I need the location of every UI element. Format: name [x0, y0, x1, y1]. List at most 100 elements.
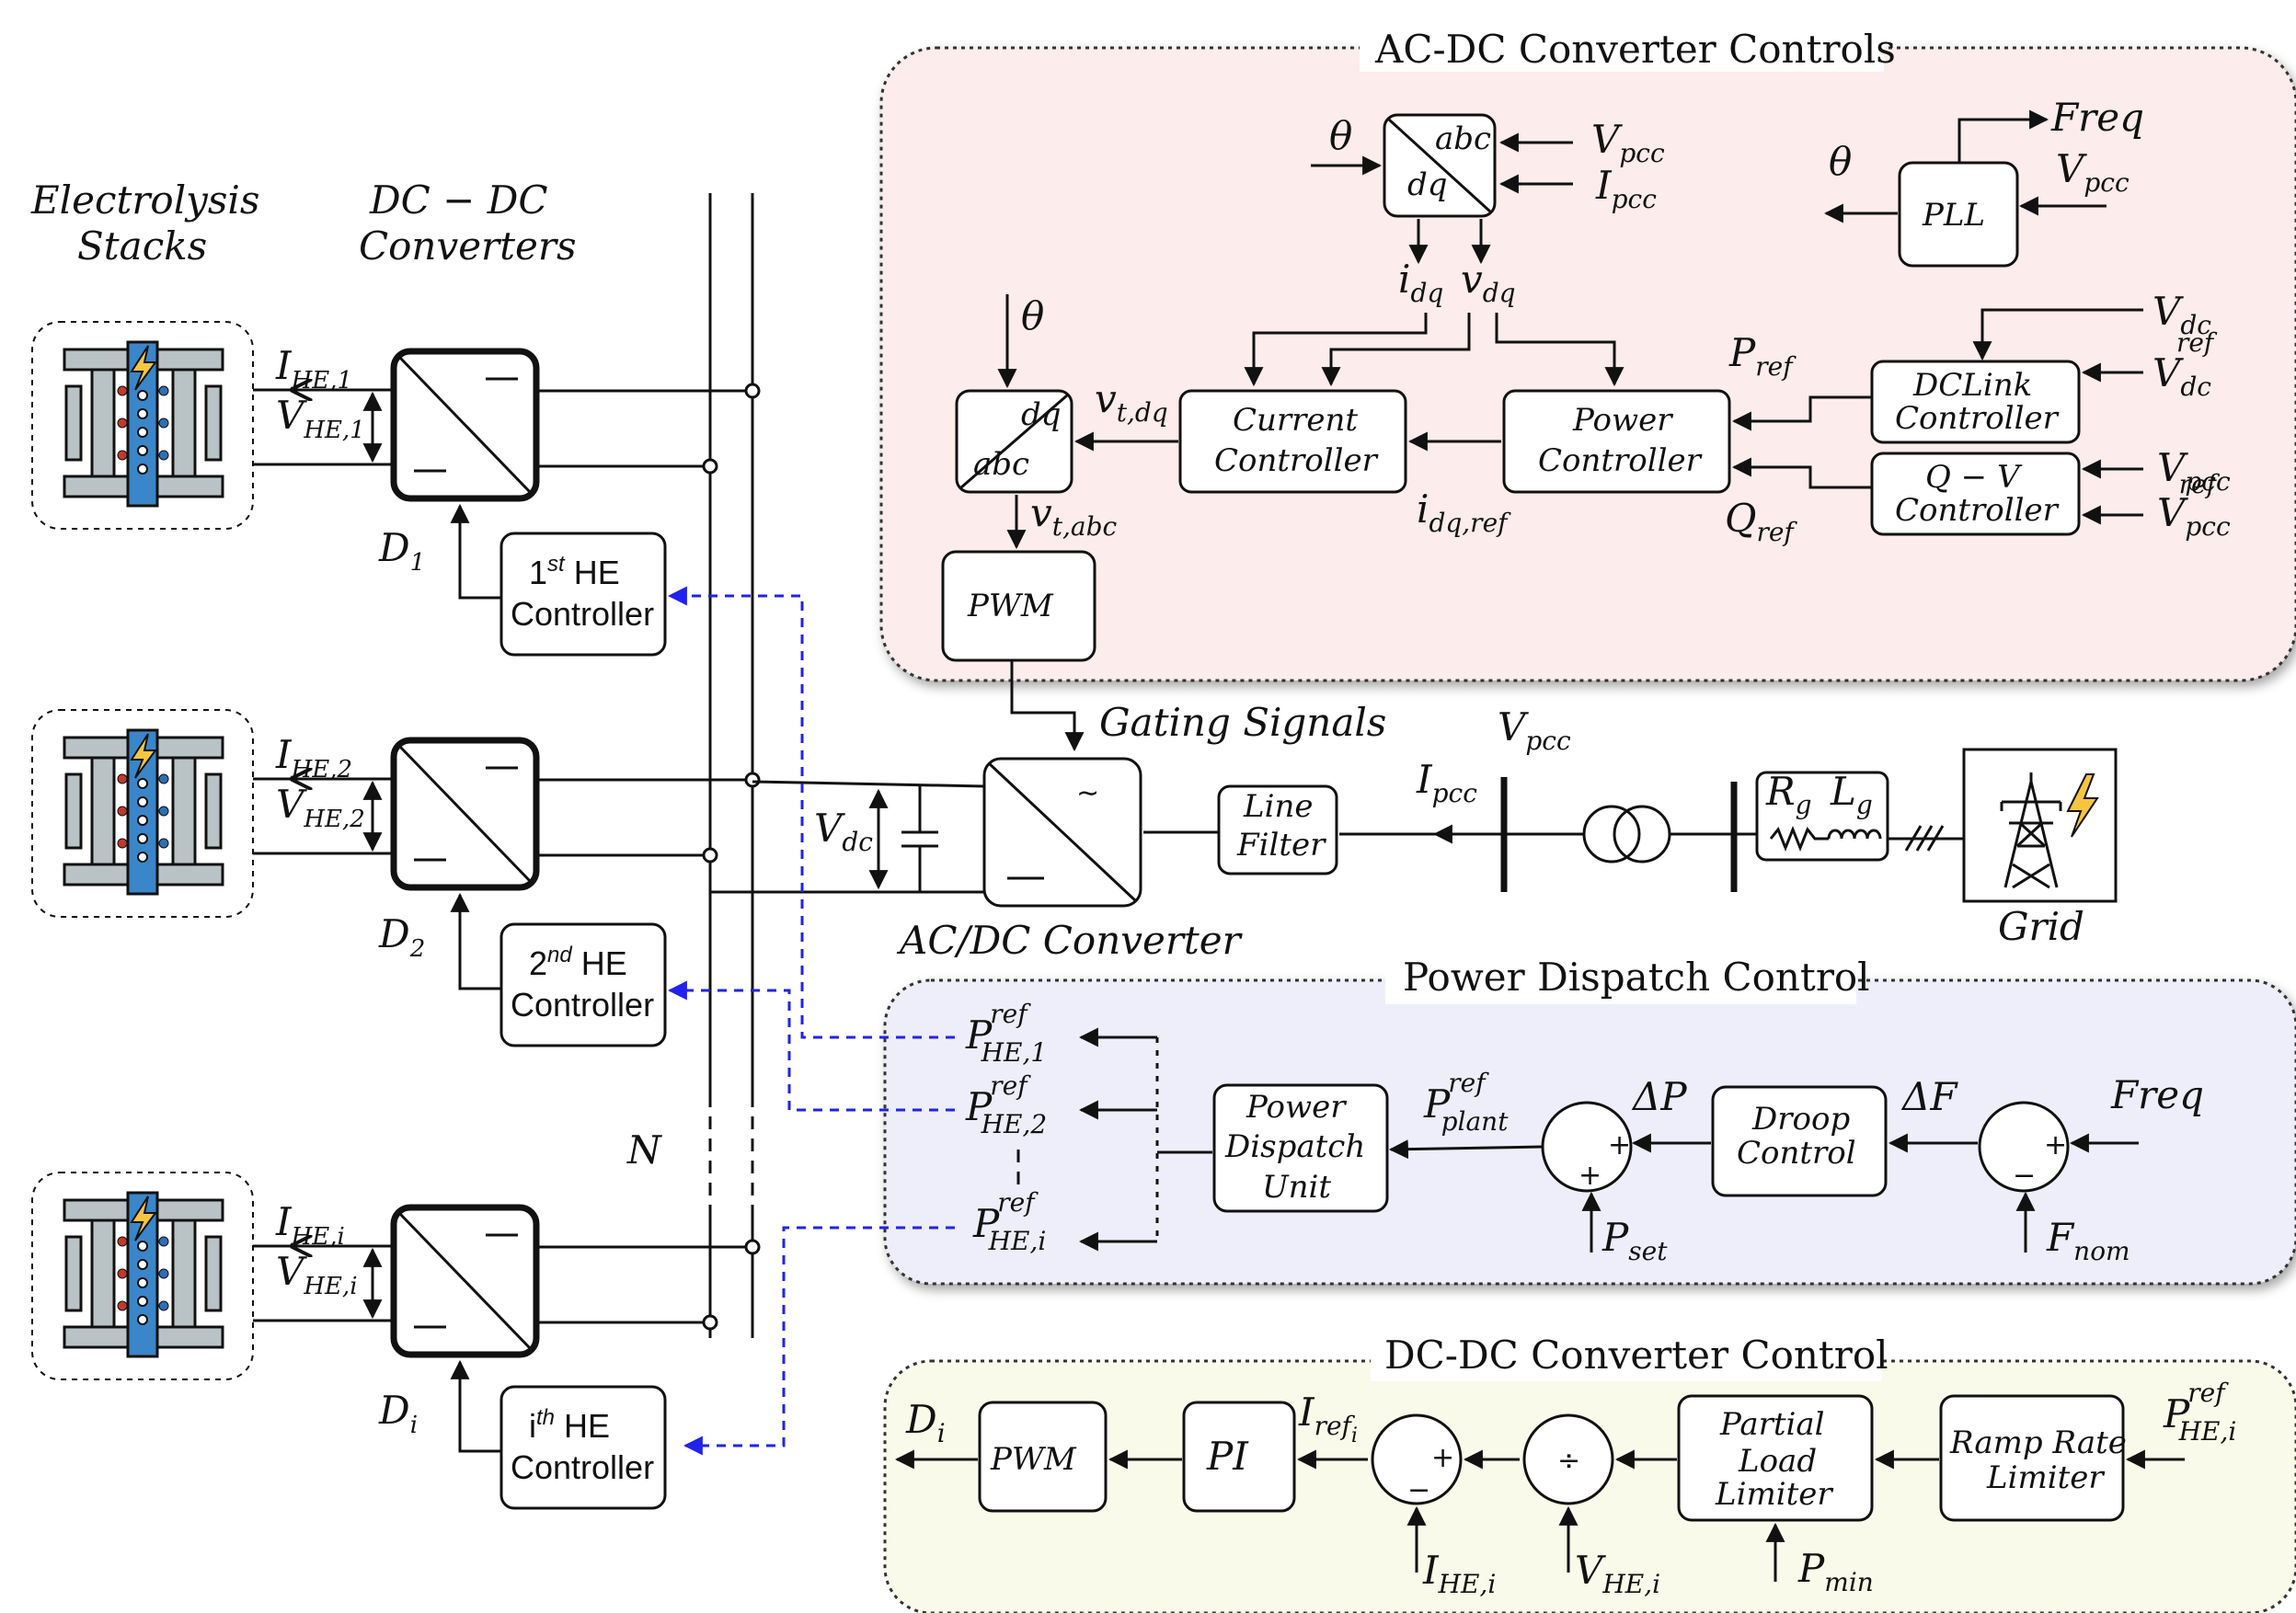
duty-label: D2	[378, 911, 425, 963]
svg-text:Controller: Controller	[1895, 400, 2060, 437]
pmin-label: Pmin	[1797, 1546, 1874, 1597]
svg-text:Limiter: Limiter	[1715, 1476, 1833, 1513]
dcdc-pwm-block: PWM	[978, 1401, 1108, 1513]
pll-block: PLL	[1898, 161, 2019, 268]
svg-text:Power: Power	[1246, 1089, 1347, 1126]
dcdc-panel-title: DC-DC Converter Control	[1384, 1333, 1888, 1378]
droop-control-block: Droop Control	[1711, 1085, 1888, 1197]
he-controller-subtitle: Controller	[511, 986, 654, 1024]
stacks-title-line1: Electrolysis	[30, 177, 259, 223]
svg-text:Rg: Rg	[1765, 769, 1812, 820]
voltage-label: VHE,i	[276, 1249, 358, 1300]
svg-text:Control: Control	[1737, 1135, 1856, 1172]
qv-vpcc-input: Vpcc	[2157, 445, 2231, 497]
svg-text:+: +	[1608, 1129, 1631, 1161]
converters-title-line2: Converters	[359, 223, 577, 269]
he-controller-subtitle: Controller	[511, 595, 654, 633]
svg-text:Unit: Unit	[1262, 1169, 1331, 1206]
vpcc-label: Vpcc	[1498, 704, 1571, 756]
vpcc-input: Vpcc	[1591, 117, 1665, 168]
delta-f-label: ΔF	[1900, 1074, 1958, 1119]
pll-freq-output: Freq	[2050, 95, 2144, 140]
partial-load-limiter-block: Partial Load Limiter	[1677, 1394, 1874, 1522]
svg-text:−: −	[1407, 1474, 1430, 1506]
he-controller-subtitle: Controller	[511, 1448, 654, 1486]
svg-text:Ramp Rate: Ramp Rate	[1949, 1424, 2127, 1461]
pref-label: Pref	[1728, 330, 1797, 382]
current-error-junction: + −	[1371, 1413, 1463, 1506]
he-controller-title: 1st HE	[529, 552, 620, 591]
electrolysis-stack-icon	[31, 1172, 254, 1380]
svg-text:÷: ÷	[1557, 1445, 1580, 1477]
n-label: N	[626, 1127, 662, 1173]
duty-label: D1	[378, 525, 425, 577]
svg-text:Load: Load	[1738, 1443, 1817, 1480]
svg-text:abc: abc	[1435, 120, 1491, 157]
svg-text:PI: PI	[1206, 1434, 1249, 1479]
grid-impedance: Rg Lg	[1755, 769, 1889, 862]
iref-label: Irefi	[1298, 1390, 1358, 1447]
qref-label: Qref	[1725, 496, 1797, 547]
pll-vpcc-input: Vpcc	[2056, 146, 2130, 198]
svg-text:dq: dq	[1407, 166, 1448, 203]
svg-text:Controller: Controller	[1538, 442, 1703, 479]
svg-text:DCLink: DCLink	[1912, 367, 2032, 404]
svg-text:+: +	[1431, 1442, 1454, 1474]
voltage-label: VHE,2	[276, 782, 365, 833]
ihei-input: IHE,i	[1422, 1548, 1496, 1599]
fnom-label: Fnom	[2046, 1215, 2130, 1266]
dispatch-panel-title: Power Dispatch Control	[1403, 955, 1870, 1000]
svg-text:Controller: Controller	[1895, 492, 2060, 529]
dispatch-sum-junction: + +	[1541, 1101, 1633, 1193]
vdq-label: vdq	[1461, 257, 1516, 308]
vdc-link-label: Vdc	[814, 806, 873, 857]
svg-text:dq: dq	[1021, 396, 1062, 433]
svg-text:Controller: Controller	[1214, 442, 1379, 479]
qv-vpcc-ref-input: Vpccref	[2157, 469, 2231, 542]
grid-tower-icon	[1962, 748, 2118, 903]
divide-junction: ÷	[1522, 1413, 1614, 1505]
transformer	[1582, 805, 1671, 864]
svg-text:Dispatch: Dispatch	[1224, 1128, 1365, 1165]
svg-text:+: +	[2044, 1129, 2067, 1161]
svg-text:Limiter: Limiter	[1986, 1459, 2105, 1496]
three-phase-marks	[1904, 825, 1945, 852]
acdc-pwm-block: PWM	[941, 550, 1096, 662]
converters-title-line1: DC − DC	[369, 177, 548, 223]
dcdc-converter	[390, 1204, 540, 1358]
svg-text:∼: ∼	[1076, 777, 1099, 809]
he-controller-block: 1st HE Controller	[499, 532, 667, 657]
current-label: IHE,2	[275, 732, 352, 784]
pset-label: Pset	[1601, 1215, 1668, 1266]
dq-to-abc-transform: dq abc	[955, 389, 1073, 494]
vdc-ref-input: Vdcref	[2152, 327, 2218, 402]
dclink-controller-block: DCLink Controller	[1870, 360, 2081, 444]
acdc-converter: ∼	[982, 757, 1142, 908]
grid-label: Grid	[1998, 904, 2084, 949]
pi-block: PI	[1182, 1401, 1296, 1513]
svg-text:+: +	[1578, 1160, 1601, 1192]
svg-text:Filter: Filter	[1236, 827, 1326, 864]
svg-text:abc: abc	[973, 446, 1029, 483]
current-label: IHE,1	[275, 343, 352, 395]
delta-p-label: ΔP	[1631, 1074, 1687, 1119]
idq-label: idq	[1398, 257, 1443, 308]
svg-text:Q − V: Q − V	[1925, 459, 2023, 496]
he-controller-title: 2nd HE	[529, 943, 627, 982]
theta-input-left: θ	[1021, 293, 1044, 338]
svg-text:Current: Current	[1233, 402, 1358, 439]
qv-controller-block: Q − V Controller	[1870, 452, 2081, 536]
stacks-title-line2: Stacks	[77, 223, 207, 269]
vdc-input: Vdc	[2152, 289, 2211, 340]
current-label: IHE,i	[275, 1199, 345, 1251]
ramp-rate-limiter-block: Ramp Rate Limiter	[1939, 1394, 2127, 1522]
